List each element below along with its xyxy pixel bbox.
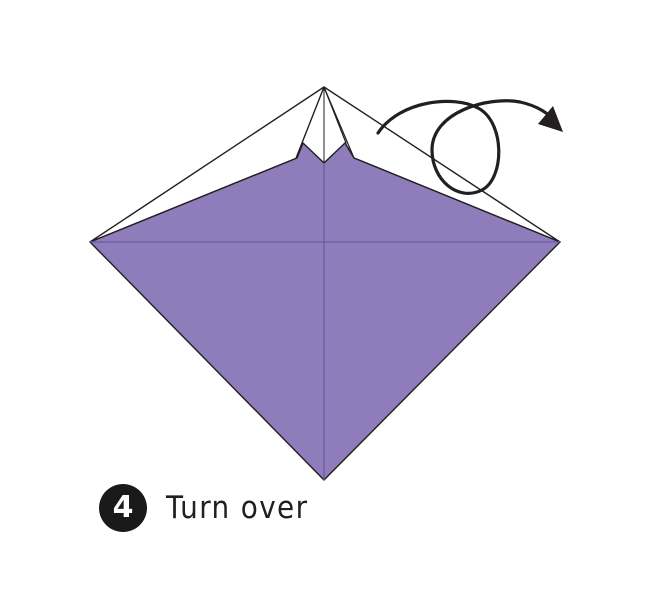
step-caption: 4 Turn over: [99, 484, 324, 532]
paper-colored-side: [89, 142, 561, 481]
step-number-badge: 4: [99, 484, 147, 532]
fold-line-right: [323, 86, 355, 159]
loop-arrow-icon: [376, 99, 563, 195]
step-number: 4: [112, 490, 134, 525]
fold-line-left: [295, 86, 325, 159]
step-instruction-text: Turn over: [166, 489, 309, 526]
